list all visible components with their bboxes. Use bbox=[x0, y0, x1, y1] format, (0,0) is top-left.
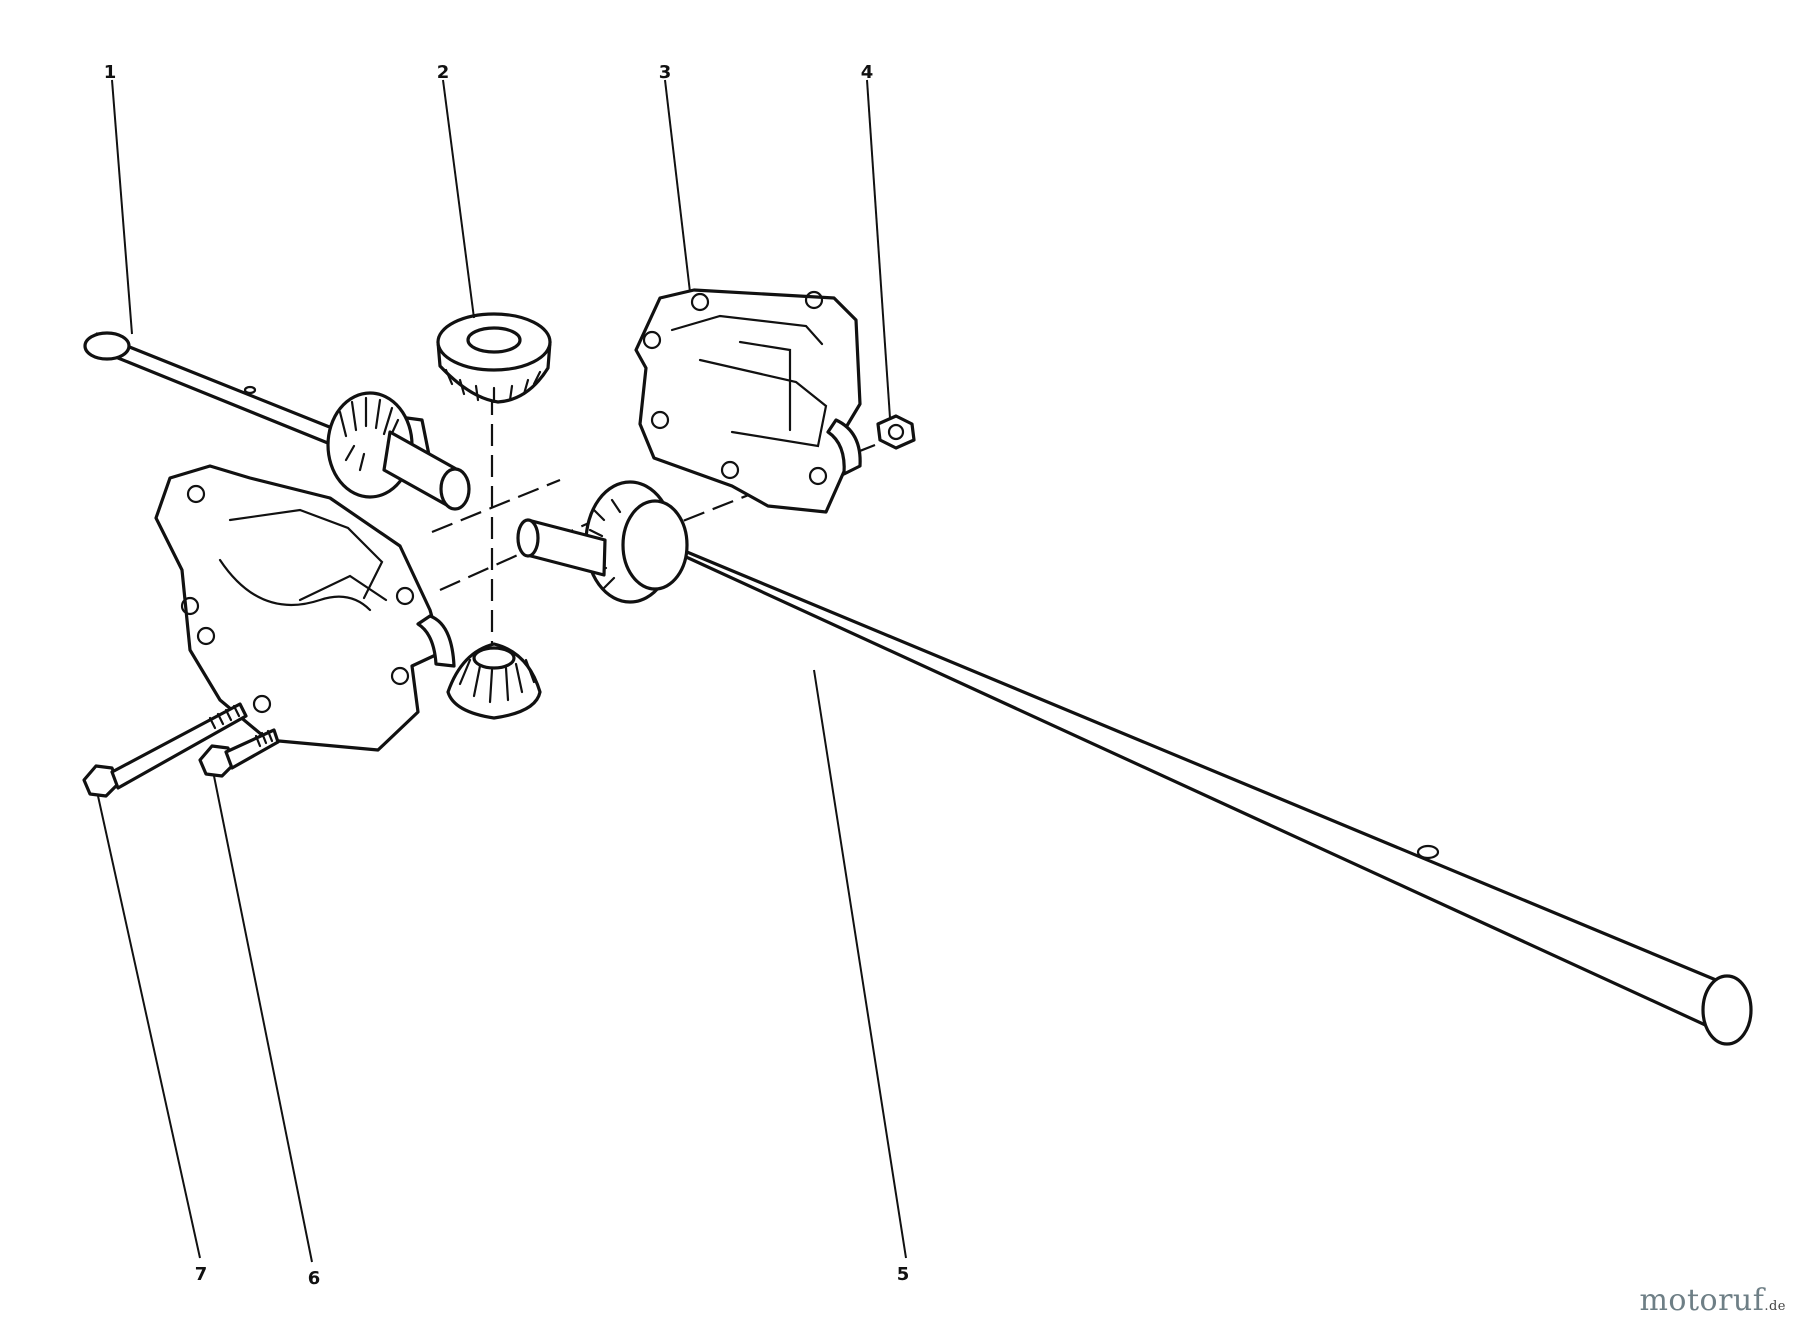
part-2-upper-bevel-gear bbox=[436, 312, 552, 404]
lower-bevel-gear bbox=[446, 642, 542, 720]
callout-labels: 1 2 3 4 5 6 7 bbox=[104, 62, 910, 1289]
callout-1: 1 bbox=[104, 62, 117, 83]
callout-7: 7 bbox=[195, 1264, 208, 1285]
left-housing-half bbox=[154, 464, 456, 752]
part-4-nut bbox=[876, 414, 916, 450]
callout-3: 3 bbox=[659, 62, 672, 83]
part-3-right-housing-half bbox=[634, 288, 862, 514]
callout-6: 6 bbox=[308, 1268, 321, 1289]
callout-2: 2 bbox=[437, 62, 450, 83]
part-7-long-bolt bbox=[82, 702, 248, 798]
part-6-short-bolt bbox=[198, 728, 280, 778]
watermark-suffix: .de bbox=[1764, 1299, 1786, 1314]
part-1-left-axle-shaft bbox=[83, 331, 471, 511]
callout-4: 4 bbox=[861, 62, 874, 83]
callout-5: 5 bbox=[897, 1264, 910, 1285]
watermark-logo: motoruf.de bbox=[1639, 1283, 1786, 1318]
watermark-brand: motoruf bbox=[1639, 1283, 1765, 1318]
part-5-right-axle-shaft bbox=[516, 480, 1753, 1046]
leader-lines bbox=[97, 79, 907, 1263]
